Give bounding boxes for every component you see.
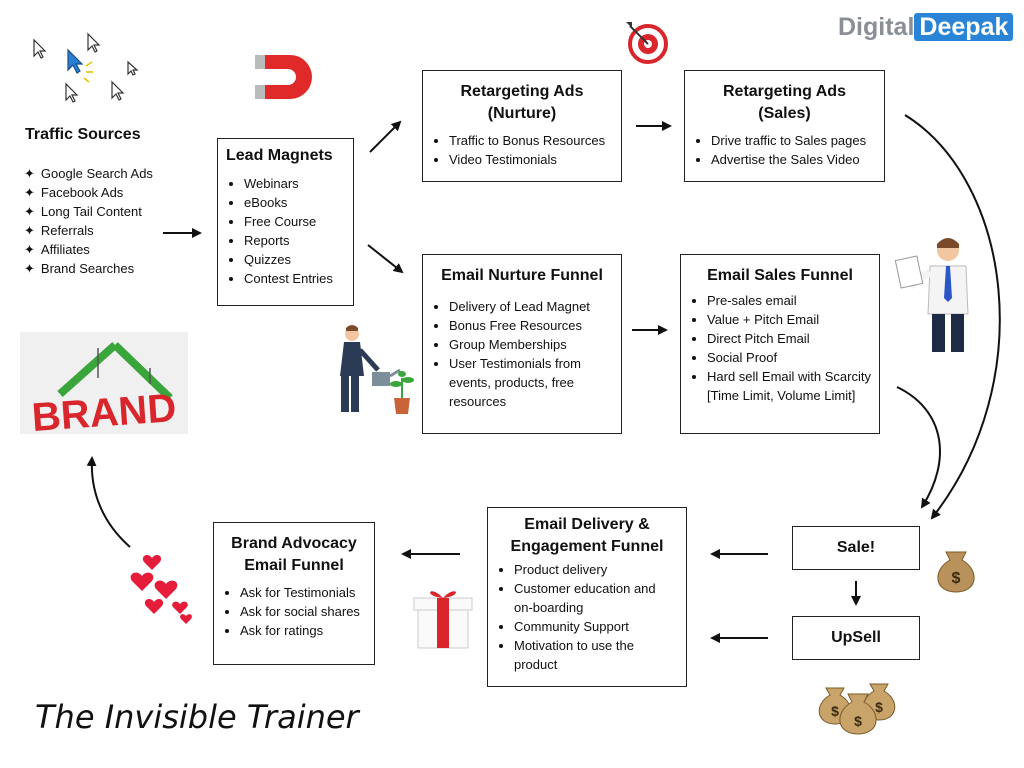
arrow-retarget-sales-to-sale [904, 114, 1001, 520]
email-sales-item: Pre-sales email [707, 291, 871, 310]
brand-advocacy-title-2: Email Funnel [244, 557, 344, 574]
arrow-advocacy-to-brand [86, 456, 131, 548]
gift-box-icon [413, 591, 473, 649]
cursors-icon [33, 32, 139, 103]
email-sales-item: Direct Pitch Email [707, 329, 871, 348]
email-delivery-box: Email Delivery & Engagement Funnel Produ… [487, 507, 687, 687]
logo-part-digital: Digital [838, 13, 915, 41]
email-delivery-item: Product delivery [514, 560, 678, 579]
businessman-watering-plant-icon [340, 325, 414, 414]
email-nurture-item: Group Memberships [449, 335, 613, 354]
traffic-source-item: Google Search Ads [24, 164, 153, 183]
brand-advocacy-item: Ask for social shares [240, 602, 366, 621]
lead-magnet-item: Webinars [244, 174, 345, 193]
brand-image-text: BRAND [30, 386, 177, 440]
svg-text:$: $ [831, 703, 839, 719]
magnet-icon [255, 55, 312, 99]
brand-advocacy-title-1: Brand Advocacy [231, 535, 357, 552]
brand-advocacy-item: Ask for Testimonials [240, 583, 366, 602]
sale-box: Sale! [792, 526, 920, 570]
money-bags-icon: $ $ $ [818, 683, 896, 735]
retargeting-sales-item: Advertise the Sales Video [711, 150, 876, 169]
traffic-source-item: Affiliates [24, 240, 153, 259]
email-sales-item: Social Proof [707, 348, 871, 367]
email-delivery-title-2: Engagement Funnel [510, 538, 664, 555]
traffic-source-item: Facebook Ads [24, 183, 153, 202]
lead-magnets-title: Lead Magnets [226, 147, 333, 164]
email-sales-item: Value + Pitch Email [707, 310, 871, 329]
brand-crane-image: BRAND [20, 332, 188, 440]
retargeting-sales-item: Drive traffic to Sales pages [711, 131, 876, 150]
email-nurture-item: Bonus Free Resources [449, 316, 613, 335]
lead-magnet-item: Free Course [244, 212, 345, 231]
brand-advocacy-item: Ask for ratings [240, 621, 366, 640]
businessman-with-paper-icon [894, 238, 969, 352]
logo-part-deepak: Deepak [914, 13, 1014, 41]
lead-magnets-box: Lead Magnets Webinars eBooks Free Course… [217, 138, 354, 306]
retargeting-nurture-title-1: Retargeting Ads [460, 83, 584, 100]
svg-text:$: $ [875, 699, 883, 715]
traffic-source-item: Brand Searches [24, 259, 153, 278]
email-nurture-box: Email Nurture Funnel Delivery of Lead Ma… [422, 254, 622, 434]
svg-text:$: $ [952, 570, 961, 587]
money-bag-icon: $ [937, 551, 975, 593]
lead-magnet-item: eBooks [244, 193, 345, 212]
lead-magnet-item: Quizzes [244, 250, 345, 269]
email-nurture-item: Delivery of Lead Magnet [449, 297, 613, 316]
retargeting-nurture-title-2: (Nurture) [487, 105, 557, 122]
arrow-lead-to-email [367, 244, 404, 274]
sale-title: Sale! [836, 539, 876, 556]
target-icon [626, 22, 668, 64]
email-nurture-title: Email Nurture Funnel [441, 267, 603, 284]
brand-advocacy-box: Brand Advocacy Email Funnel Ask for Test… [213, 522, 375, 665]
email-sales-item: Hard sell Email with Scarcity [Time Limi… [707, 367, 871, 405]
traffic-source-item: Long Tail Content [24, 202, 153, 221]
retargeting-nurture-item: Video Testimonials [449, 150, 613, 169]
retargeting-sales-box: Retargeting Ads (Sales) Drive traffic to… [684, 70, 885, 182]
retargeting-sales-title-1: Retargeting Ads [723, 83, 846, 100]
footer-title: The Invisible Trainer [35, 698, 359, 736]
email-nurture-item: User Testimonials from events, products,… [449, 354, 613, 411]
retargeting-nurture-box: Retargeting Ads (Nurture) Traffic to Bon… [422, 70, 622, 182]
retargeting-nurture-item: Traffic to Bonus Resources [449, 131, 613, 150]
email-delivery-item: Motivation to use the product [514, 636, 678, 674]
hearts-icon [130, 555, 192, 624]
email-sales-box: Email Sales Funnel Pre-sales email Value… [680, 254, 880, 434]
email-sales-title: Email Sales Funnel [707, 267, 853, 284]
svg-text:$: $ [854, 713, 862, 729]
traffic-source-item: Referrals [24, 221, 153, 240]
lead-magnet-item: Contest Entries [244, 269, 345, 288]
traffic-sources-title: Traffic Sources [25, 126, 141, 143]
email-delivery-title-1: Email Delivery & [524, 516, 650, 533]
upsell-title: UpSell [831, 629, 881, 646]
arrow-email-sales-to-sale [896, 386, 941, 509]
arrow-lead-to-retarget [369, 120, 402, 153]
traffic-sources-list: Google Search Ads Facebook Ads Long Tail… [24, 164, 153, 278]
email-delivery-item: Customer education and on-boarding [514, 579, 678, 617]
upsell-box: UpSell [792, 616, 920, 660]
retargeting-sales-title-2: (Sales) [758, 105, 811, 122]
lead-magnet-item: Reports [244, 231, 345, 250]
email-delivery-item: Community Support [514, 617, 678, 636]
